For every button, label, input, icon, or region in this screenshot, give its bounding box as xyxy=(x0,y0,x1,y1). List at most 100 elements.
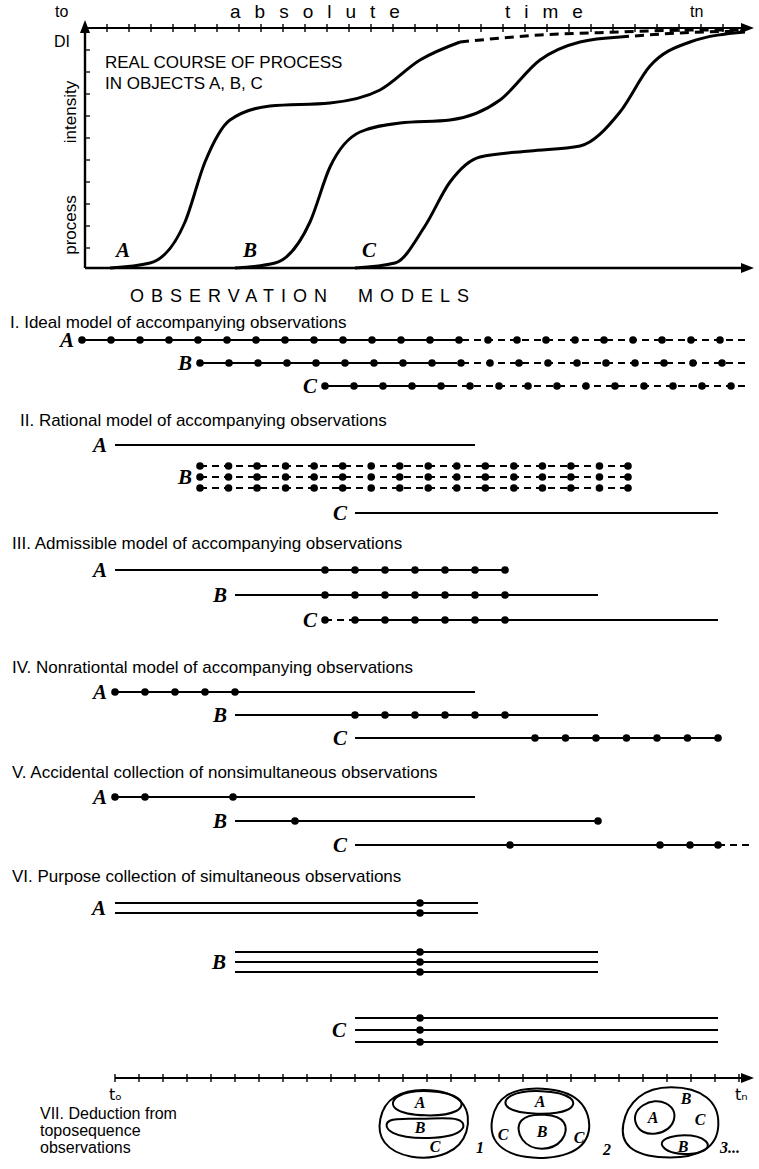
axis-tick xyxy=(590,24,591,32)
blob-letter: B xyxy=(678,1139,689,1155)
observation-dot xyxy=(482,484,490,492)
axis-tick xyxy=(370,24,371,32)
curve-label: C xyxy=(362,240,376,261)
axis-tick xyxy=(85,49,90,50)
observation-dot xyxy=(416,948,424,956)
observation-dot xyxy=(501,591,509,599)
observation-dot xyxy=(111,688,119,696)
row-letter: A xyxy=(93,435,107,456)
row-letter: A xyxy=(93,682,107,703)
observation-dot xyxy=(471,566,479,574)
axis-tick xyxy=(402,1074,403,1082)
row-letter: C xyxy=(333,728,347,749)
observation-dot xyxy=(310,462,318,470)
observation-dot xyxy=(567,484,575,492)
observation-dot xyxy=(351,616,359,624)
observation-dot xyxy=(231,688,239,696)
observation-dot xyxy=(370,359,378,367)
observation-dot xyxy=(524,382,532,390)
observation-dot xyxy=(321,591,329,599)
axis-tick xyxy=(330,1074,331,1082)
observation-dot xyxy=(225,473,233,481)
axis-tick xyxy=(238,24,239,32)
observation-dot xyxy=(594,817,602,825)
axis-tick xyxy=(282,1074,283,1082)
observation-line xyxy=(355,1017,718,1019)
observation-dot xyxy=(396,462,404,470)
row-letter: B xyxy=(213,585,227,606)
axis-tick xyxy=(85,93,90,94)
observation-dot xyxy=(501,616,509,624)
observation-dot xyxy=(196,484,204,492)
callout-number: 3... xyxy=(720,1140,740,1156)
observation-line xyxy=(355,619,718,621)
observation-dot xyxy=(567,473,575,481)
axis-tick xyxy=(414,24,415,32)
observation-dot xyxy=(141,793,149,801)
arrow-head xyxy=(741,1073,754,1083)
observation-line xyxy=(450,362,745,364)
axis-tick xyxy=(304,24,305,32)
axis-tick xyxy=(282,24,283,32)
curve-label: B xyxy=(243,240,257,261)
observation-line xyxy=(115,1077,745,1079)
observation-dot xyxy=(229,793,237,801)
row-letter: A xyxy=(93,787,107,808)
observation-dot xyxy=(513,336,521,344)
blob-letter: A xyxy=(415,1095,426,1111)
axis-tick xyxy=(392,24,393,32)
observation-dot xyxy=(510,473,518,481)
axis-tick xyxy=(714,1074,715,1082)
observation-dot xyxy=(471,711,479,719)
callout-number: 2 xyxy=(603,1142,611,1158)
observation-dot xyxy=(602,359,610,367)
axis-label: tₙ xyxy=(735,1087,748,1103)
observation-dot xyxy=(684,734,692,742)
axis-tick xyxy=(85,159,90,160)
observation-dot xyxy=(510,462,518,470)
observation-dot xyxy=(396,484,404,492)
observation-dot xyxy=(291,817,299,825)
row-letter: B xyxy=(178,353,192,374)
observation-dot xyxy=(531,734,539,742)
axis-tick xyxy=(546,1074,547,1082)
axis-tick xyxy=(85,137,90,138)
row-letter: B xyxy=(178,467,192,488)
blob-letter: B xyxy=(415,1120,426,1136)
soil-blob xyxy=(387,1118,464,1138)
observation-dot xyxy=(495,382,503,390)
observation-dot xyxy=(714,841,722,849)
observation-dot xyxy=(482,473,490,481)
observation-dot xyxy=(282,462,290,470)
soil-blob xyxy=(492,1089,590,1158)
observation-dot xyxy=(482,462,490,470)
observation-dot xyxy=(437,382,445,390)
observation-dot xyxy=(416,1014,424,1022)
model-title: III. Admissible model of accompanying ob… xyxy=(12,535,402,552)
observation-dot xyxy=(424,462,432,470)
observation-line xyxy=(200,487,628,489)
axis-tick xyxy=(85,181,90,182)
observation-dot xyxy=(611,382,619,390)
observation-dot xyxy=(225,484,233,492)
axis-tick xyxy=(738,1074,739,1082)
axis-tick xyxy=(634,24,635,32)
observation-dot xyxy=(416,909,424,917)
observation-line xyxy=(115,444,475,446)
curve-label: A xyxy=(116,240,130,261)
observation-line xyxy=(235,820,598,822)
blob-letter: B xyxy=(537,1124,548,1140)
observation-dot xyxy=(254,359,262,367)
axis-title: intensity xyxy=(62,81,79,143)
observation-dot xyxy=(367,484,375,492)
observation-dot xyxy=(397,336,405,344)
row-letter: A xyxy=(60,330,74,351)
observation-dot xyxy=(466,382,474,390)
observation-dot xyxy=(669,382,677,390)
observation-dot xyxy=(107,336,115,344)
model-title: I. Ideal model of accompanying observati… xyxy=(10,314,346,331)
process-curve xyxy=(460,30,745,42)
observation-dot xyxy=(542,336,550,344)
observation-dot xyxy=(411,711,419,719)
